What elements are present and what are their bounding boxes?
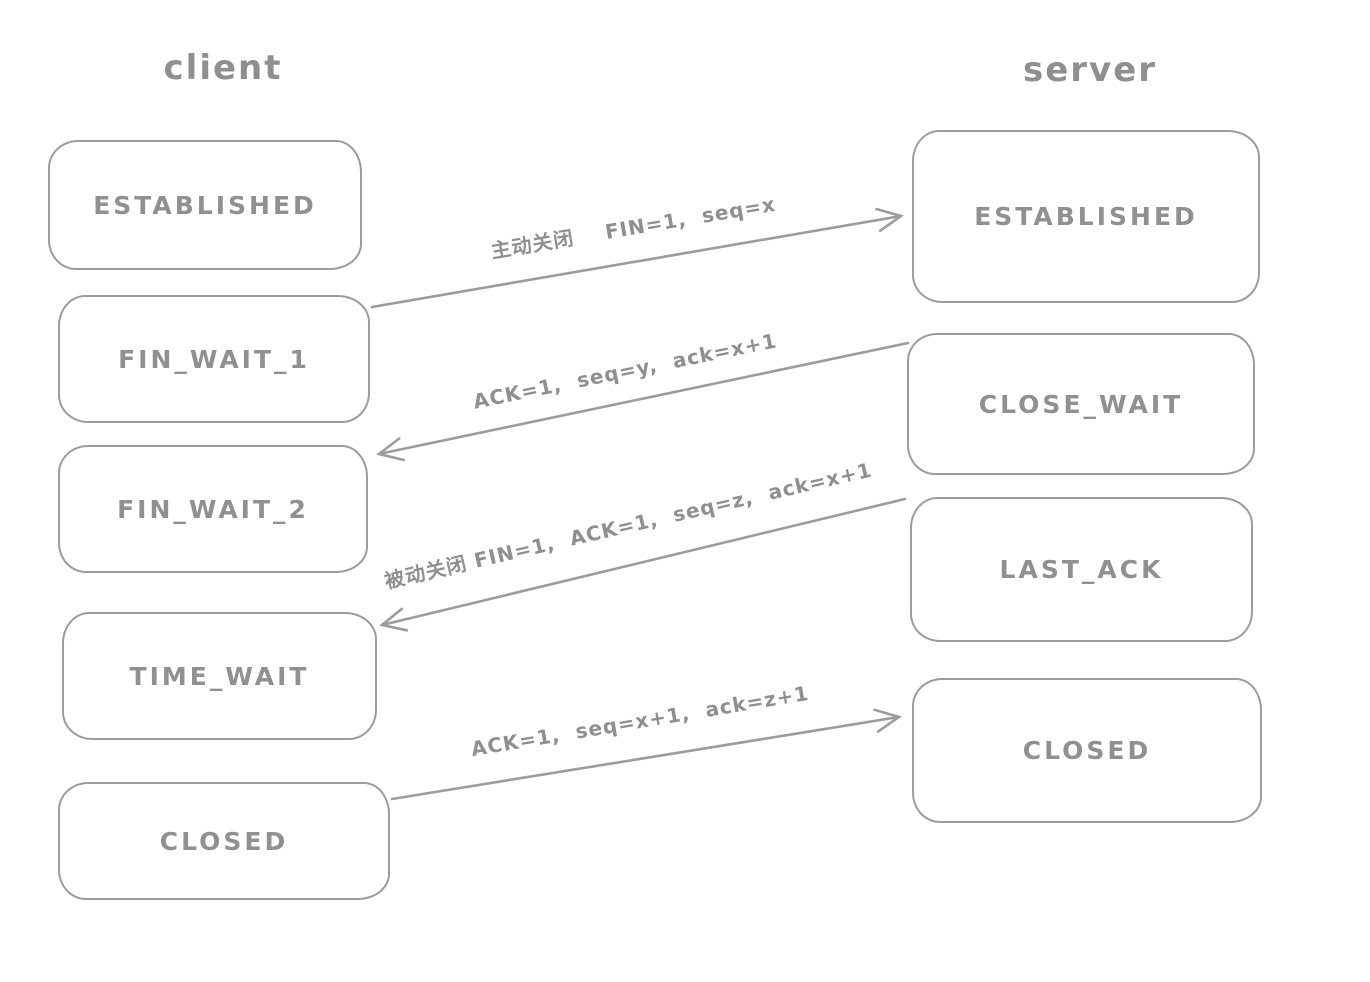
server-state-close-wait: CLOSE_WAIT xyxy=(907,333,1255,475)
client-state-time-wait: TIME_WAIT xyxy=(62,612,377,740)
server-state-closed: CLOSED xyxy=(912,678,1262,823)
server-column-title: server xyxy=(1022,50,1158,90)
client-state-closed: CLOSED xyxy=(58,782,390,900)
client-column-title: client xyxy=(163,48,283,88)
message-label-ack-seq-y: ACK=1, seq=y, ack=x+1 xyxy=(471,328,779,414)
message-label-passive-close-fin: 被动关闭 FIN=1, ACK=1, seq=z, ack=x+1 xyxy=(382,457,875,594)
server-state-last-ack: LAST_ACK xyxy=(910,497,1253,642)
server-state-established: ESTABLISHED xyxy=(912,130,1260,303)
message-label-active-close-fin: 主动关闭 FIN=1, seq=x xyxy=(489,191,778,264)
message-label-ack-seq-x1: ACK=1, seq=x+1, ack=z+1 xyxy=(469,680,811,762)
client-state-established: ESTABLISHED xyxy=(48,140,362,270)
client-state-fin-wait-1: FIN_WAIT_1 xyxy=(58,295,370,423)
client-state-fin-wait-2: FIN_WAIT_2 xyxy=(58,445,368,573)
